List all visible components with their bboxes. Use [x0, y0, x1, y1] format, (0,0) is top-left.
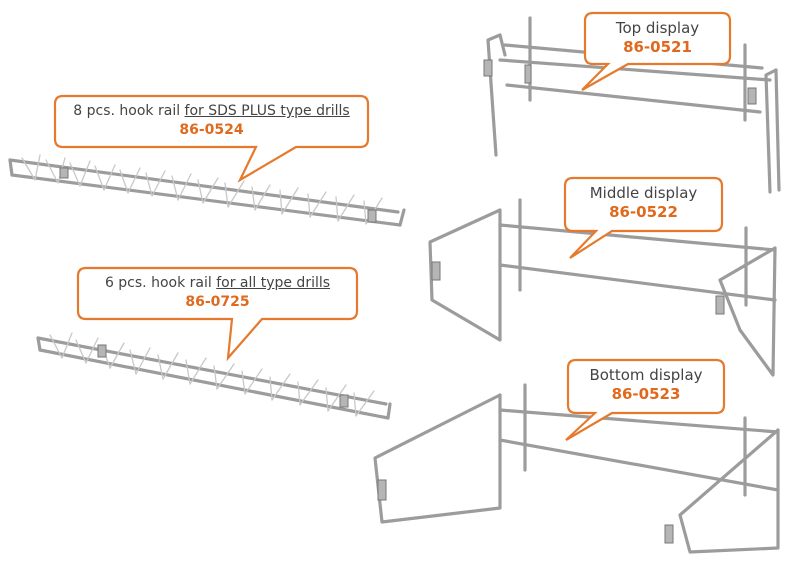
callout-bottom-code: 86-0523	[611, 385, 681, 403]
bottom-display-rack	[373, 383, 780, 554]
callout-rail6-prefix: 6 pcs. hook rail	[104, 275, 217, 291]
callout-rail6-bubble	[76, 266, 359, 362]
callout-top-code: 86-0521	[623, 38, 692, 56]
callout-rail8-code: 86-0524	[179, 122, 244, 138]
hook-rail-8	[8, 154, 406, 227]
callout-top: Top display 86-0521	[585, 19, 730, 57]
callout-rail8: 8 pcs. hook rail for SDS PLUS type drill…	[55, 102, 368, 140]
callout-top-bubble	[581, 11, 732, 91]
callout-bottom: Bottom display 86-0523	[568, 366, 724, 404]
callout-middle-bubble	[563, 176, 724, 259]
callout-rail6-underlined: for all type drills	[216, 275, 331, 291]
callout-bottom-title: Bottom display	[589, 366, 703, 384]
callout-middle-code: 86-0522	[609, 203, 678, 221]
callout-rail8-prefix: 8 pcs. hook rail	[73, 103, 185, 119]
callout-rail8-bubble	[53, 94, 370, 183]
callout-middle: Middle display 86-0522	[565, 184, 722, 222]
callout-rail6-code: 86-0725	[185, 294, 250, 310]
hook-rail-6	[36, 332, 392, 420]
callout-bottom-bubble	[565, 358, 726, 441]
middle-display-rack	[428, 198, 777, 377]
callout-top-title: Top display	[615, 19, 700, 37]
callout-rail6: 6 pcs. hook rail for all type drills 86-…	[78, 274, 357, 312]
callout-rail8-underlined: for SDS PLUS type drills	[184, 103, 350, 119]
callout-middle-title: Middle display	[589, 184, 698, 202]
